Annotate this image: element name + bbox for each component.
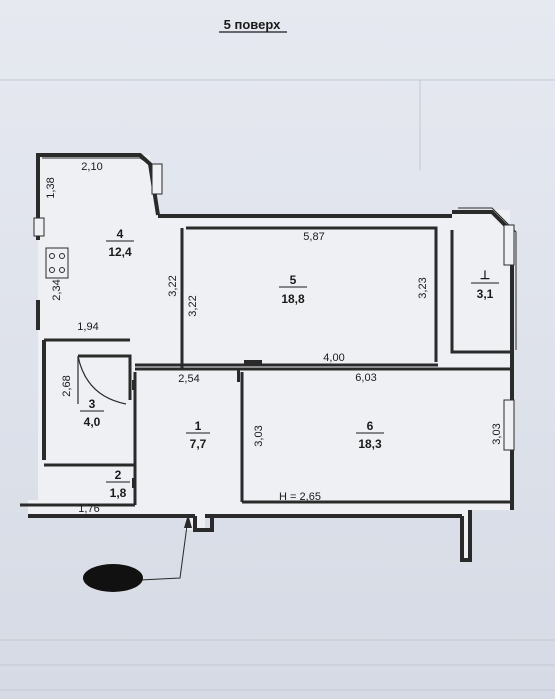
page-title: 5 поверх [224,17,281,32]
dim-1-38: 1,38 [45,177,57,198]
svg-text:18,8: 18,8 [281,292,305,306]
window-niche [33,217,45,237]
dim-4-00: 4,00 [323,352,344,364]
room-label-1: 1 7,7 [186,419,210,451]
apartment-floor [28,155,510,560]
dim-2-10: 2,10 [81,161,102,173]
svg-text:4: 4 [117,227,124,241]
dim-1-76: 1,76 [78,503,99,515]
dim-1-94: 1,94 [77,321,98,333]
wall-markers [132,360,262,488]
redacted-stamp [83,564,143,592]
entrance-arrow-icon [184,514,192,528]
dim-5-87: 5,87 [303,231,324,243]
dim-2-54: 2,54 [178,373,199,385]
room-label-5: 5 18,8 [279,273,307,306]
svg-text:1: 1 [195,419,202,433]
stove-icon [45,247,69,279]
room-label-3: 3 4,0 [80,397,104,429]
background-lines [0,79,555,691]
bay-window-lines [42,157,517,451]
svg-text:3: 3 [89,397,96,411]
dim-3-22-left: 3,22 [167,275,179,296]
svg-text:4,0: 4,0 [84,415,101,429]
svg-text:2: 2 [115,468,122,482]
dimension-labels: 2,10 1,38 5,87 3,22 3,22 3,23 2,34 1,94 … [45,161,503,515]
room-label-2: 2 1,8 [106,468,130,500]
svg-text:3,1: 3,1 [477,287,494,301]
door-swing-room-3 [77,355,127,405]
dim-6-03: 6,03 [355,372,376,384]
dim-3-23: 3,23 [417,277,429,298]
svg-text:5: 5 [290,273,297,287]
room-label-6: 6 18,3 [356,419,384,451]
dim-3-03-left: 3,03 [253,425,265,446]
dim-3-22-right: 3,22 [187,295,199,316]
svg-text:12,4: 12,4 [108,245,132,259]
room-label-4: 4 12,4 [106,227,134,259]
room-label-balcony: ⊥ 3,1 [471,268,499,301]
entrance-leader [139,517,189,581]
svg-text:1,8: 1,8 [110,486,127,500]
svg-text:6: 6 [367,419,374,433]
ceiling-height: H = 2,65 [279,491,321,503]
dim-2-34: 2,34 [51,279,63,300]
svg-text:⊥: ⊥ [480,268,490,282]
dim-2-68: 2,68 [61,375,73,396]
svg-text:18,3: 18,3 [358,437,382,451]
svg-text:7,7: 7,7 [190,437,207,451]
dim-3-03-right: 3,03 [491,423,503,444]
